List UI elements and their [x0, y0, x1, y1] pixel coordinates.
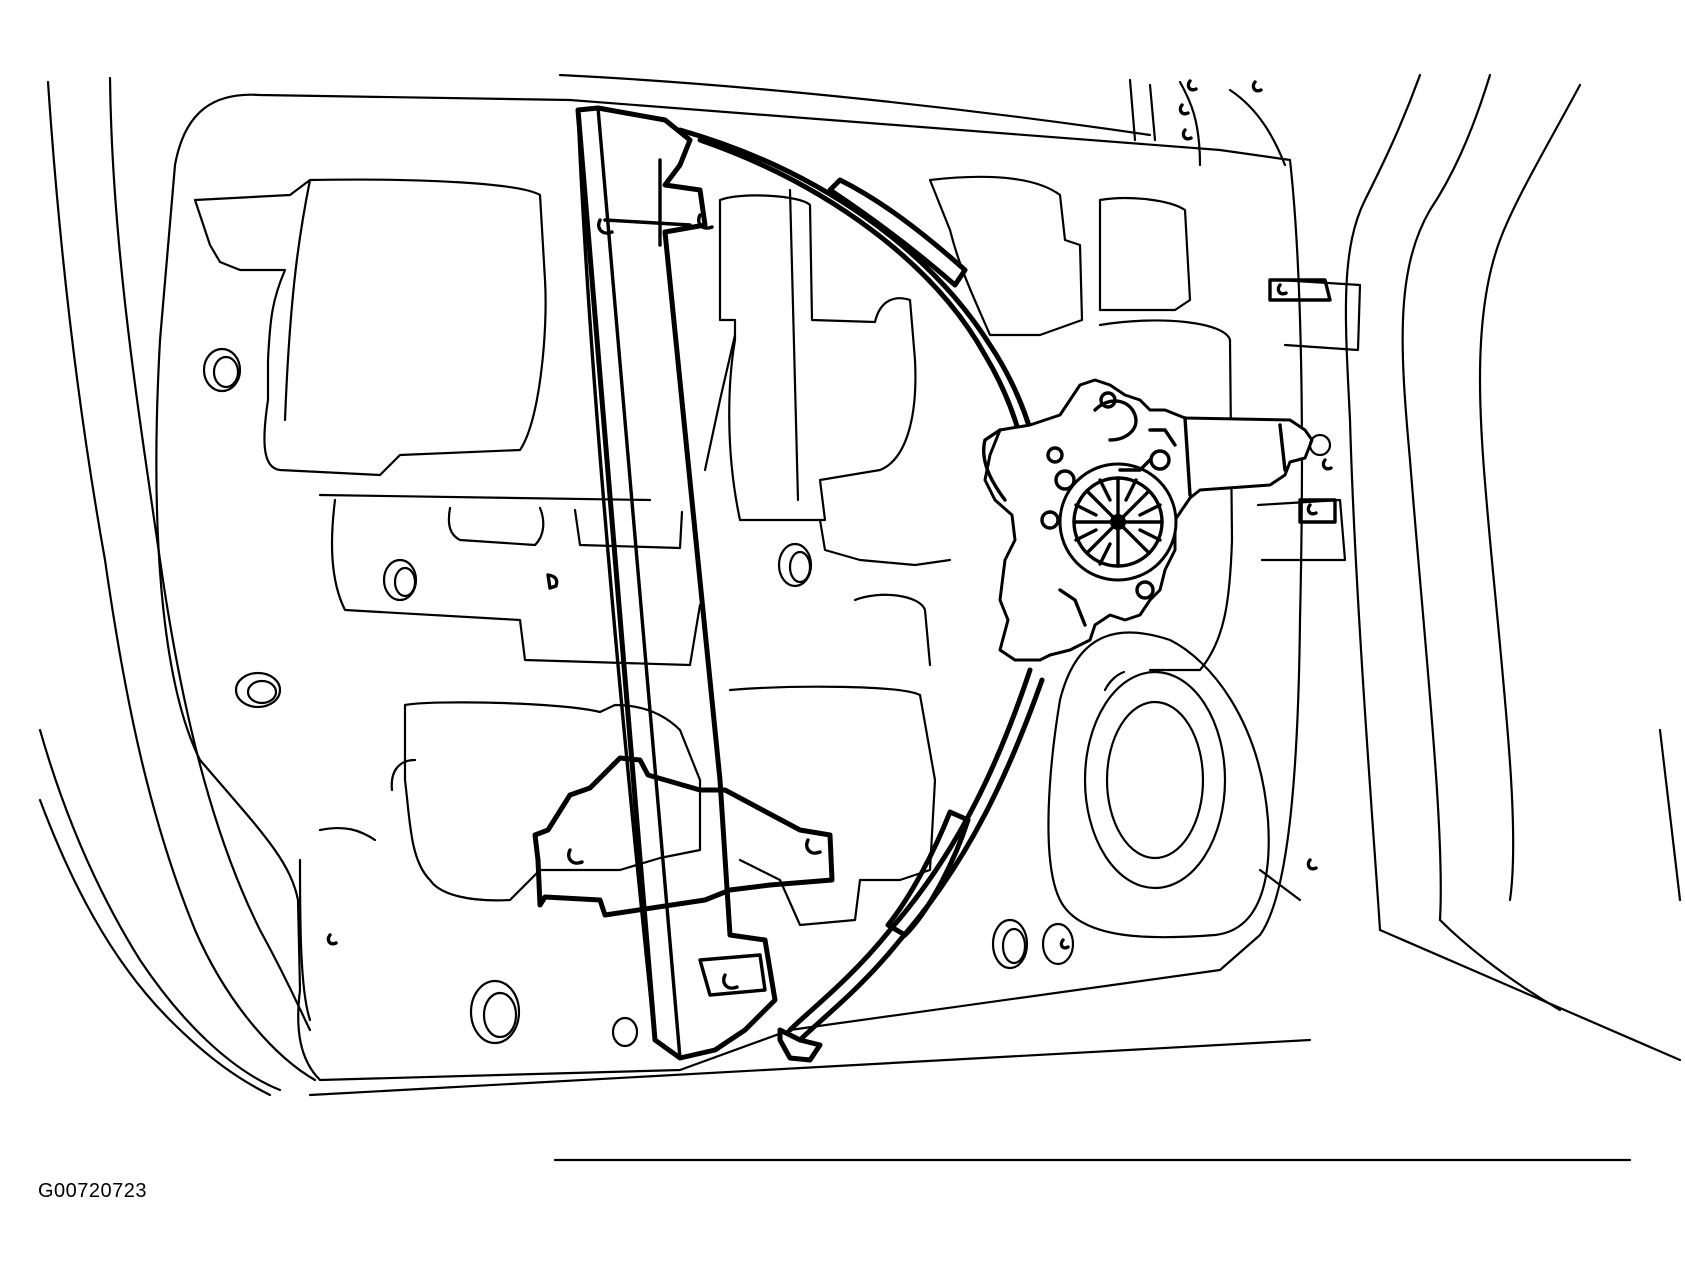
door-frame-outline — [38, 76, 1632, 1162]
panel-holes — [234, 79, 1333, 1048]
door-edge-pillar — [1344, 73, 1682, 1062]
regulator-lower-bracket[interactable] — [532, 755, 835, 918]
regulator-cable-arc[interactable] — [677, 127, 1049, 1063]
door-clip — [1268, 278, 1337, 524]
figure-id-label: G00720723 — [38, 1180, 148, 1202]
panel-cutout-upper-middle — [703, 188, 917, 522]
panel-cutout-upper-left — [193, 178, 547, 477]
regulator-motor[interactable] — [982, 378, 1332, 662]
panel-middle-band — [318, 493, 952, 667]
door-inner-panel — [155, 73, 1304, 1082]
speaker-opening — [1047, 631, 1302, 939]
panel-cutout-lower-middle — [728, 593, 937, 927]
panel-cutout-lower-left — [298, 701, 702, 1022]
regulator-guide-rail[interactable] — [575, 105, 778, 1061]
